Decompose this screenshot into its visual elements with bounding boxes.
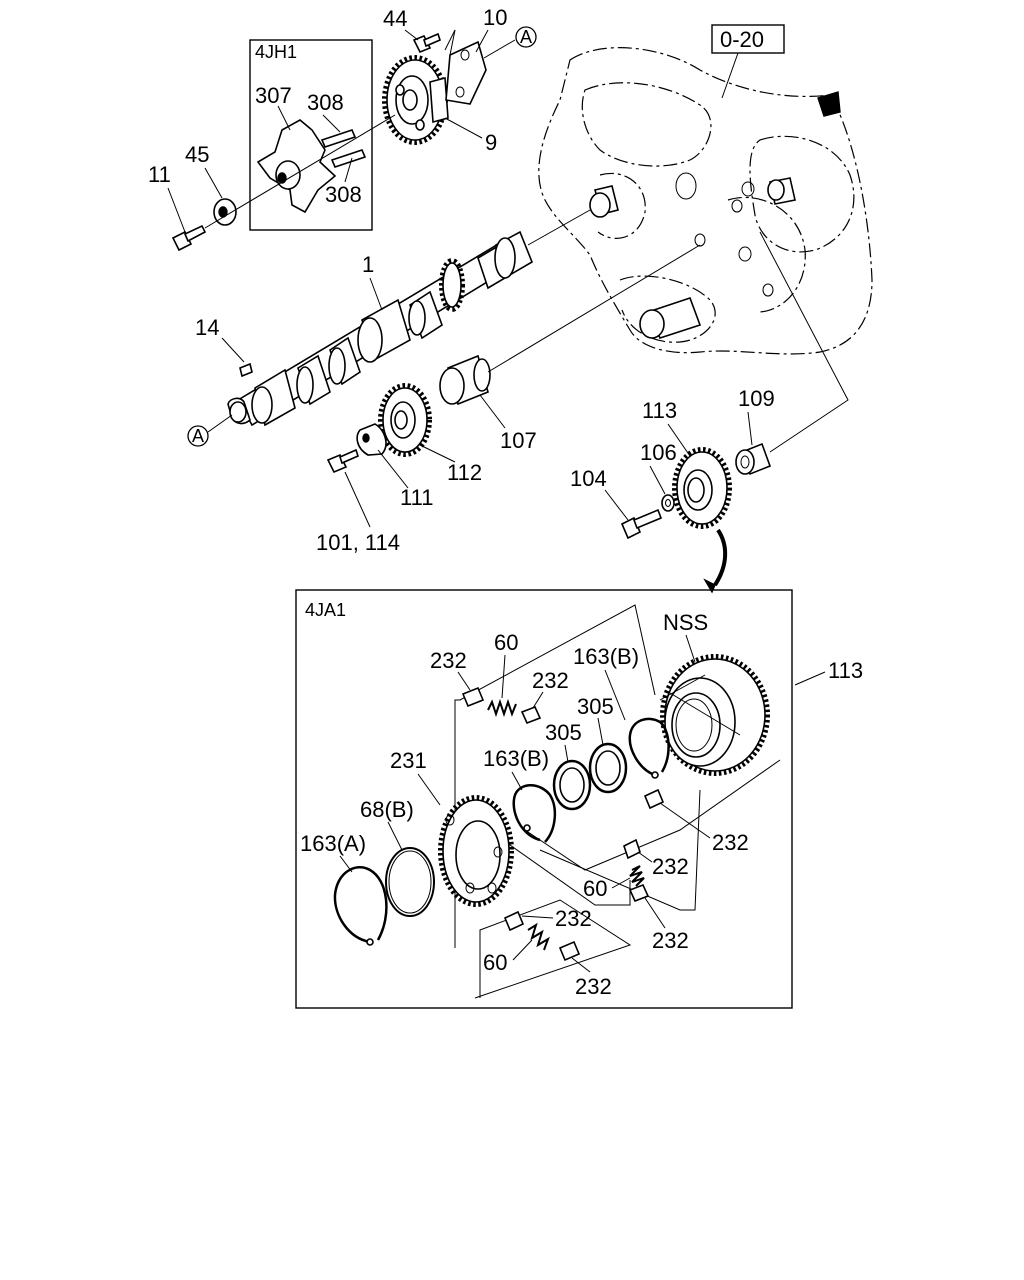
engine-housing: [538, 47, 873, 355]
part-163b-ring-lower: [512, 784, 557, 843]
part-68b-ring: [385, 847, 435, 917]
label-307: 307: [255, 83, 292, 108]
label-111: 111: [400, 485, 433, 510]
label-45: 45: [185, 142, 209, 167]
label-113-right: 113: [828, 658, 863, 683]
label-232-bottom-right: 232: [575, 974, 612, 999]
part-109-bushing: 109: [735, 386, 775, 476]
label-nss: NSS: [663, 610, 708, 635]
reference-box-0-20: 0-20: [711, 24, 785, 99]
part-60-spring-top: [487, 698, 517, 718]
part-60-spring-mid: [629, 865, 645, 887]
label-11: 11: [148, 162, 171, 187]
label-1: 1: [362, 252, 374, 277]
marker-a-bottom: A: [187, 414, 233, 447]
label-60-mid: 60: [583, 876, 607, 901]
part-111-thrust-plate: 111: [356, 423, 433, 510]
part-1-camshaft: 1: [227, 230, 533, 427]
label-60-bottom: 60: [483, 950, 507, 975]
label-106: 106: [640, 440, 677, 465]
marker-a-bottom-text: A: [192, 426, 204, 446]
part-14-key: 14: [195, 315, 253, 378]
part-232-pin-right-mid: [623, 838, 641, 860]
inset-4jh1: 4JH1 307 308 308: [249, 39, 373, 231]
part-232-pin-bottom-right: [558, 940, 581, 962]
detail-callout-arrow: [703, 528, 728, 594]
part-232-pin-top-left: [461, 686, 485, 708]
label-113-top: 113: [642, 398, 677, 423]
label-308-a: 308: [307, 90, 344, 115]
label-104: 104: [570, 466, 607, 491]
label-232-right-upper: 232: [712, 830, 749, 855]
part-232-pin-right-lower: [628, 883, 650, 903]
label-112: 112: [447, 460, 482, 485]
label-109: 109: [738, 386, 775, 411]
label-305-left: 305: [545, 720, 582, 745]
part-305-bearing-left: [552, 759, 592, 811]
part-113-nss-gear: [659, 654, 770, 776]
label-68b: 68(B): [360, 797, 414, 822]
label-232-top-mid: 232: [532, 668, 569, 693]
label-10: 10: [483, 5, 507, 30]
marker-a-top-text: A: [520, 27, 532, 47]
label-44: 44: [383, 6, 407, 31]
label-163b-upper: 163(B): [573, 644, 639, 669]
part-9-pump-gear: 9: [382, 55, 497, 155]
inset-4jh1-title: 4JH1: [255, 42, 297, 62]
part-232-pin-top-mid: [520, 705, 542, 725]
label-305-right: 305: [577, 694, 614, 719]
part-44-bolt: 44: [383, 6, 441, 54]
label-163a: 163(A): [300, 831, 366, 856]
part-104-bolt: 104: [570, 466, 663, 540]
label-101-114: 101, 114: [316, 530, 400, 555]
inset-4ja1: 4JA1 NSS 113 163(B): [295, 589, 863, 1009]
marker-a-top: A: [483, 26, 537, 59]
part-305-bearing-right: [588, 742, 628, 794]
label-232-right-mid: 232: [652, 854, 689, 879]
reference-label: 0-20: [720, 27, 764, 52]
part-106-washer: 106: [640, 440, 677, 512]
label-232-right-lower: 232: [652, 928, 689, 953]
label-14: 14: [195, 315, 219, 340]
part-113-idler-gear: 113: [642, 398, 732, 529]
part-107-idler-shaft: 107: [439, 354, 537, 453]
part-45-washer: 45: [185, 142, 237, 226]
part-163a-ring: [333, 866, 388, 946]
part-11-bolt: 11: [148, 162, 207, 252]
label-163b-lower: 163(B): [483, 746, 549, 771]
part-112-cam-gear: 112: [378, 383, 482, 485]
label-308-b: 308: [325, 182, 362, 207]
part-60-spring-bottom: [527, 922, 550, 951]
label-60-top: 60: [494, 630, 518, 655]
part-231-scissor-gear: [438, 795, 514, 907]
label-9: 9: [485, 130, 497, 155]
part-163b-ring-upper: [628, 717, 670, 779]
inset-4ja1-title: 4JA1: [305, 600, 346, 620]
label-231: 231: [390, 748, 427, 773]
part-232-pin-right-upper: [643, 788, 665, 810]
label-107: 107: [500, 428, 537, 453]
label-232-bottom-mid: 232: [555, 906, 592, 931]
label-232-top-left: 232: [430, 648, 467, 673]
part-10-gasket: 10: [445, 5, 507, 105]
part-232-pin-bottom-mid: [503, 910, 525, 932]
part-101-114-bolt: 101, 114: [316, 448, 400, 555]
